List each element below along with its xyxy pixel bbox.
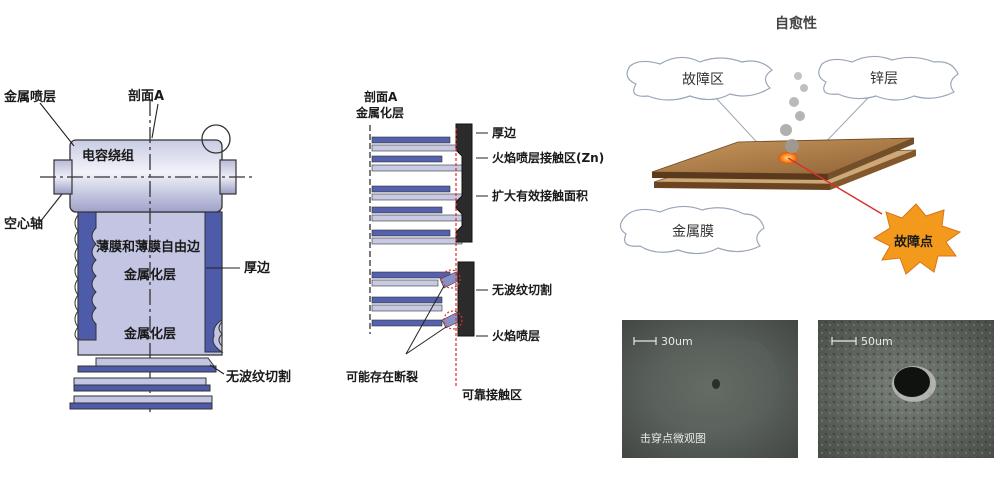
right-self-healing-diagram: 自愈性 故障区 锌层 金属膜 故障点 [619, 15, 994, 458]
label-flame-spray: 火焰喷层 [492, 328, 540, 343]
micrograph-2: 50um [818, 320, 994, 458]
label-fault-zone: 故障区 [682, 72, 724, 88]
label-mid-no-wave-cut: 无波纹切割 [491, 282, 552, 297]
film-edge-bumps [77, 211, 97, 341]
section-a-circle [201, 124, 231, 154]
micro1-scale: 30um [661, 335, 693, 348]
label-metal-spray: 金属喷层 [3, 89, 56, 105]
micrograph-1: 30um 击穿点微观图 [622, 320, 798, 458]
film-edge-waves [74, 214, 79, 341]
no-wave-cut-pieces [69, 357, 217, 410]
micro1-caption: 击穿点微观图 [640, 431, 706, 445]
label-reliable-contact: 可靠接触区 [462, 387, 522, 402]
label-mid-metallized-layer: 金属化层 [355, 105, 404, 120]
cloud-metal-film [619, 205, 765, 255]
label-no-wave-cut: 无波纹切割 [225, 369, 291, 385]
fault-point-starburst [872, 203, 962, 275]
cloud-fault-zone [626, 56, 773, 101]
label-section-a: 剖面A [128, 88, 164, 104]
label-metallized-layer-top: 金属化层 [123, 267, 176, 283]
label-possible-crack: 可能存在断裂 [346, 369, 418, 384]
label-hollow-shaft: 空心轴 [4, 216, 43, 232]
cloud-zinc-layer [818, 55, 959, 101]
middle-section-diagram: 剖面A 金属化层 厚边 火焰喷层接触区(Zn) 扩大有效接触面积 无波纹切割 火… [346, 89, 604, 402]
label-film-free-edge: 薄膜和薄膜自由边 [96, 239, 201, 255]
thick-edge-block [455, 123, 473, 243]
left-capacitor-diagram: 金属喷层 剖面A 电容绕组 空心轴 薄膜和薄膜自由边 金属化层 金属化层 厚边 … [3, 88, 291, 412]
thick-edge-strip [204, 211, 224, 353]
micro2-scale: 50um [861, 335, 893, 348]
label-flame-spray-contact: 火焰喷层接触区(Zn) [492, 150, 604, 165]
label-mid-thick-edge: 厚边 [492, 125, 517, 140]
label-mid-section-a: 剖面A [364, 89, 398, 104]
label-metal-film: 金属膜 [672, 224, 714, 240]
label-capacitor-winding: 电容绕组 [82, 148, 134, 164]
label-zinc-layer: 锌层 [870, 71, 898, 87]
label-thick-edge: 厚边 [244, 260, 271, 276]
label-metallized-layer-bottom: 金属化层 [123, 326, 176, 342]
self-healing-title: 自愈性 [775, 15, 817, 32]
label-fault-point: 故障点 [894, 234, 933, 250]
smoke-puffs [780, 72, 808, 153]
label-enlarge-contact: 扩大有效接触面积 [492, 188, 588, 203]
